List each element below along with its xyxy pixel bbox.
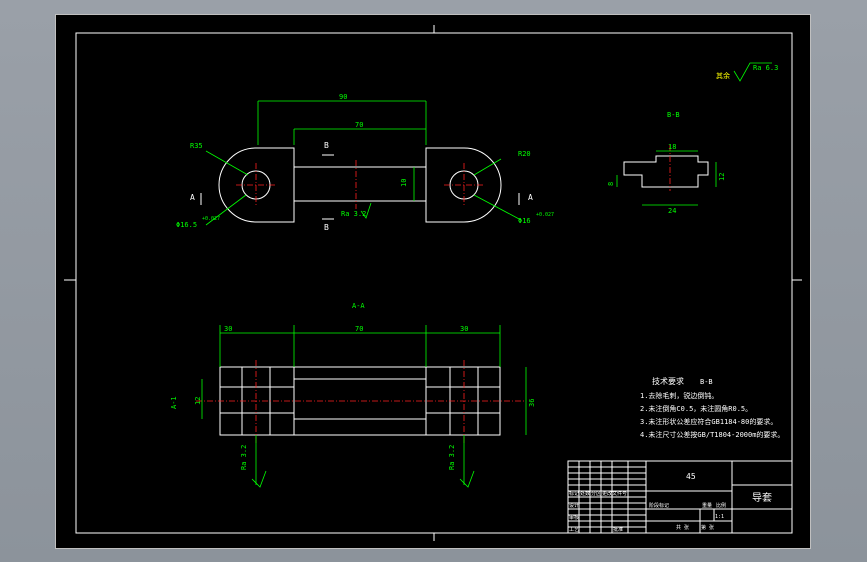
tb-cell-4: 设计 bbox=[569, 502, 579, 509]
tb-cell-1: 处数 bbox=[580, 490, 590, 497]
tb-cell-12: 第 张 bbox=[701, 524, 714, 531]
label-hole-left: Φ16.5 bbox=[176, 221, 197, 229]
aa-dim-height: 36 bbox=[528, 399, 536, 407]
aa-dim-mid: 70 bbox=[355, 325, 363, 333]
aa-dim-inner: 12 bbox=[194, 397, 202, 405]
aa-roughness-right: Ra 3.2 bbox=[448, 445, 456, 470]
aa-dim-left: 30 bbox=[224, 325, 232, 333]
tb-cell-6: 工艺 bbox=[569, 527, 579, 533]
tb-cell-2: 分区 bbox=[591, 490, 601, 497]
label-r: R35 bbox=[190, 142, 203, 150]
aa-dim-right: 30 bbox=[460, 325, 468, 333]
notes-title-suffix: B-B bbox=[700, 378, 713, 386]
tb-cell-5: 审核 bbox=[569, 514, 579, 521]
surface-finish-symbol: 其余 Ra 6.3 bbox=[716, 62, 778, 82]
aa-left-label: A-1 bbox=[170, 396, 178, 409]
tb-scale: 1:1 bbox=[715, 514, 724, 520]
tb-cell-3: 更改文件号 bbox=[602, 490, 627, 497]
note-3: 3.未注形状公差应符合GB1184-80的要求。 bbox=[640, 417, 777, 426]
technical-notes: 技术要求 B-B 1.去除毛刺，锐边倒钝。 2.未注倒角C0.5，未注圆角R0.… bbox=[640, 376, 784, 439]
bb-dim-top: 18 bbox=[668, 143, 676, 151]
sec-b-top: B bbox=[324, 141, 329, 150]
tb-cell-9: 重量 bbox=[702, 502, 712, 509]
bb-dim-bottom: 24 bbox=[668, 207, 676, 215]
surface-finish-prefix: 其余 bbox=[716, 71, 730, 80]
label-hole-right: Φ16 bbox=[518, 217, 531, 225]
bb-title: B-B bbox=[667, 111, 680, 119]
tol-right: +0.027 bbox=[536, 212, 554, 218]
tb-cell-10: 比例 bbox=[716, 502, 726, 509]
tb-cell-11: 共 张 bbox=[676, 524, 689, 531]
note-1: 1.去除毛刺，锐边倒钝。 bbox=[640, 391, 718, 400]
surface-finish-value: Ra 6.3 bbox=[753, 64, 778, 72]
aa-roughness-left: Ra 3.2 bbox=[240, 445, 248, 470]
label-r2: R20 bbox=[518, 150, 531, 158]
roughness-top: Ra 3.2 bbox=[341, 210, 366, 218]
sec-a-right: A bbox=[528, 193, 533, 202]
section-aa: A-A bbox=[170, 302, 536, 488]
tb-cell-7: 批准 bbox=[613, 526, 623, 533]
tol-left: +0.027 bbox=[202, 216, 220, 222]
drawing-canvas[interactable]: 其余 Ra 6.3 bbox=[55, 14, 811, 549]
drawing-svg: 其余 Ra 6.3 bbox=[64, 25, 802, 541]
dim-overall: 90 bbox=[339, 93, 347, 101]
title-block: 45 导套 1:1 标记 处数 分区 更改文件号 设计 审核 工艺 批准 阶段标… bbox=[567, 460, 793, 534]
center-marks bbox=[64, 25, 802, 541]
note-4: 4.未注尺寸公差按GB/T1804-2000m的要求。 bbox=[640, 430, 784, 439]
tb-part-name: 导套 bbox=[752, 491, 772, 504]
sec-b-bottom: B bbox=[324, 223, 329, 232]
dim-height: 10 bbox=[400, 179, 408, 187]
bb-dim-right: 12 bbox=[718, 173, 726, 181]
tb-material: 45 bbox=[686, 472, 696, 481]
bb-dim-left: 8 bbox=[607, 182, 615, 186]
tb-cell-0: 标记 bbox=[569, 490, 579, 497]
top-view: 90 70 10 R35 R20 Φ16.5 +0.027 Φ16 +0.027… bbox=[176, 93, 554, 232]
drawing-border bbox=[75, 32, 793, 534]
aa-title: A-A bbox=[352, 302, 365, 310]
notes-title: 技术要求 bbox=[652, 376, 684, 386]
tb-cell-8: 阶段标记 bbox=[649, 502, 669, 509]
section-bb: B-B 18 24 8 12 bbox=[607, 111, 726, 215]
sec-a-left: A bbox=[190, 193, 195, 202]
note-2: 2.未注倒角C0.5，未注圆角R0.5。 bbox=[640, 404, 752, 413]
dim-bar: 70 bbox=[355, 121, 363, 129]
